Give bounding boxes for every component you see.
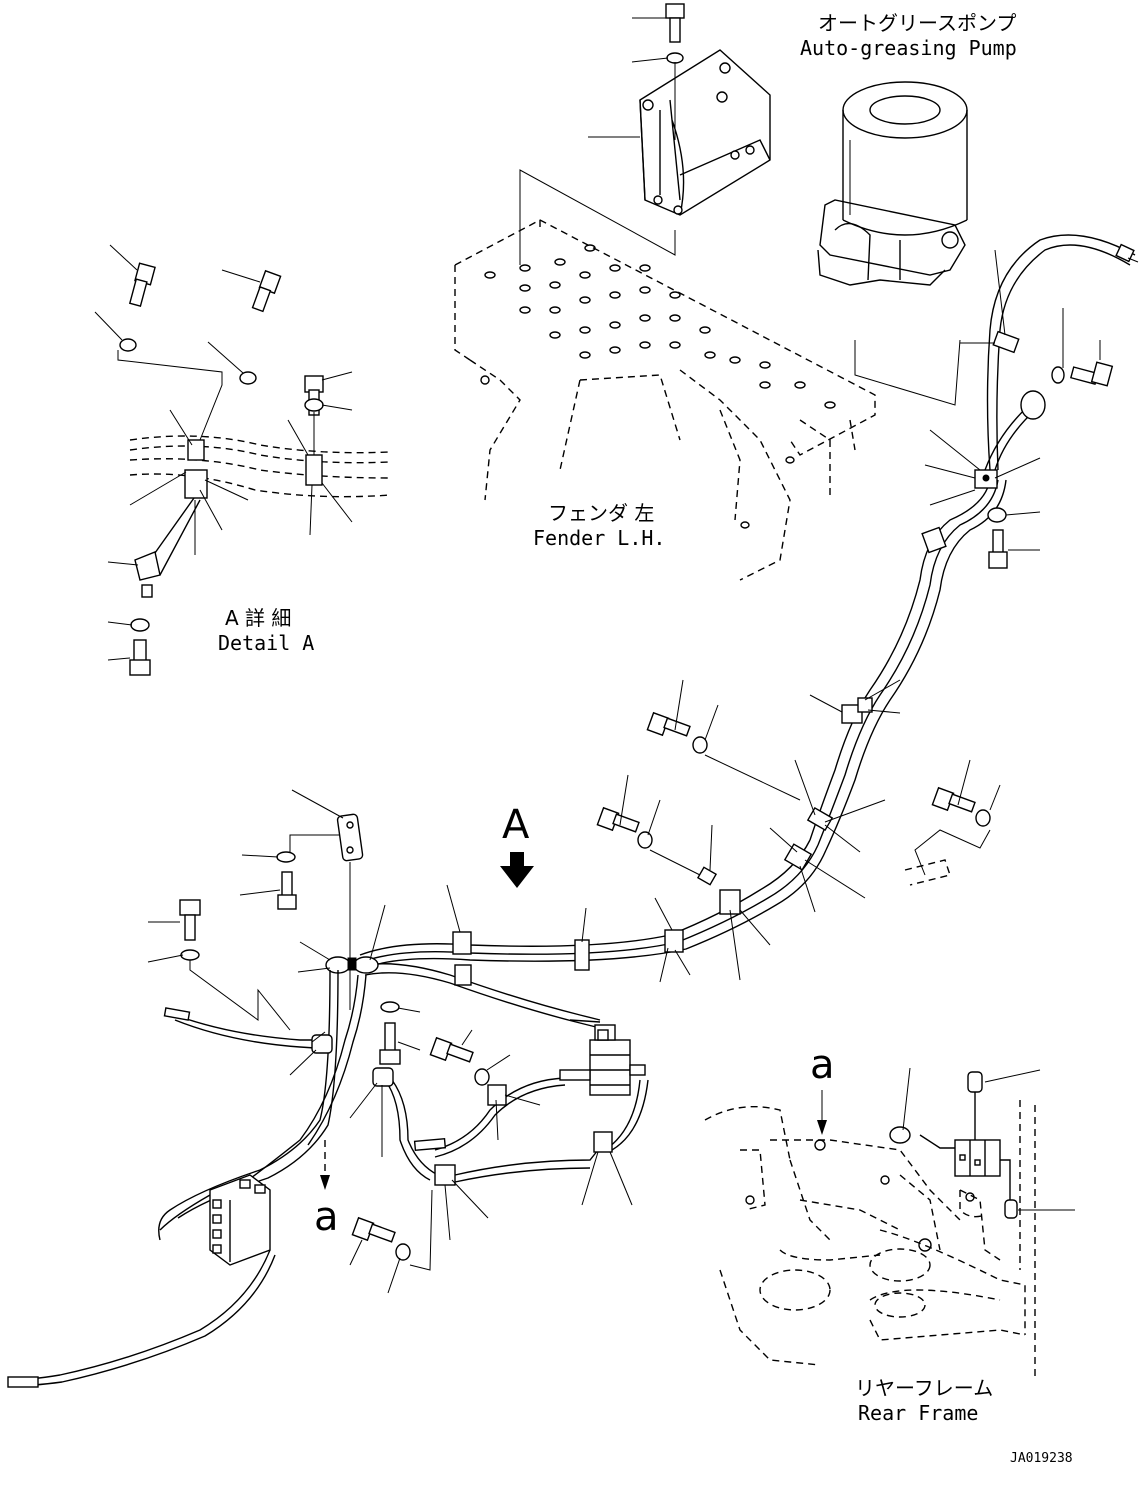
nut-icon bbox=[141, 584, 153, 598]
callout-leaders bbox=[94, 17, 1101, 1294]
divider-valve-center bbox=[559, 1024, 646, 1096]
fender-lh bbox=[454, 219, 876, 581]
bolt-icon bbox=[665, 3, 685, 43]
fender-label-en: Fender L.H. bbox=[533, 526, 665, 550]
bracket-plate bbox=[134, 551, 161, 581]
bolt-icon bbox=[351, 1216, 396, 1243]
bolt-icon bbox=[277, 871, 297, 910]
hose-clamp-double bbox=[325, 956, 379, 974]
leader-line bbox=[704, 754, 801, 801]
hose-clamp bbox=[921, 526, 947, 554]
pump-label-en: Auto-greasing Pump bbox=[800, 36, 1017, 60]
washer-icon bbox=[130, 618, 150, 632]
bolt-icon bbox=[596, 806, 640, 833]
divider-valve-left bbox=[209, 1174, 271, 1266]
bolt-icon bbox=[128, 262, 156, 307]
ref-arrow-right bbox=[817, 1090, 827, 1135]
washer-icon bbox=[180, 949, 200, 961]
detail-a bbox=[117, 262, 391, 676]
hose-clamp bbox=[841, 697, 873, 724]
leader-line bbox=[914, 829, 991, 876]
washer-icon bbox=[276, 851, 296, 863]
clip-icon bbox=[696, 866, 718, 886]
washer-icon bbox=[666, 52, 684, 64]
leader-line bbox=[409, 1189, 433, 1271]
leader-line bbox=[854, 339, 961, 406]
leader-line bbox=[519, 169, 676, 265]
hose-clamp bbox=[184, 469, 208, 499]
ref-a-right: a bbox=[810, 1042, 835, 1088]
washer-icon bbox=[395, 1243, 411, 1261]
rear-frame bbox=[704, 1100, 1036, 1380]
grease-hose-branch bbox=[9, 969, 649, 1387]
ref-a-left: a bbox=[314, 1194, 339, 1240]
detail-label-jp: A 詳 細 bbox=[225, 606, 291, 630]
rear-frame-label-jp: リヤーフレーム bbox=[855, 1376, 993, 1400]
hose-clamp bbox=[974, 469, 998, 489]
grease-fitting-icon bbox=[1000, 1159, 1018, 1219]
washer-icon bbox=[1051, 366, 1065, 384]
hose-clamp bbox=[305, 454, 323, 486]
washer-icon bbox=[975, 809, 991, 827]
fender-holes bbox=[484, 244, 836, 529]
leader-line bbox=[649, 849, 701, 876]
pump-bracket bbox=[639, 49, 771, 216]
bolt-icon bbox=[429, 1036, 474, 1063]
auto-greasing-pump bbox=[817, 81, 968, 286]
fender-label-jp: フェンダ 左 bbox=[548, 501, 654, 525]
hose-fitting-icon bbox=[1115, 243, 1139, 263]
view-arrow-icon bbox=[500, 852, 534, 888]
bolt-icon bbox=[1069, 361, 1114, 387]
detail-label-en: Detail A bbox=[218, 631, 314, 655]
washer-icon bbox=[692, 736, 708, 754]
washer-icon bbox=[380, 1001, 400, 1013]
hose-end-fitting bbox=[413, 1137, 447, 1152]
bracket-arm bbox=[149, 497, 201, 576]
view-arrow-label: A bbox=[502, 802, 530, 848]
rear-frame-label-en: Rear Frame bbox=[858, 1401, 978, 1425]
washer-icon bbox=[119, 338, 137, 352]
hose-clamp bbox=[311, 1034, 613, 1186]
bolt-icon bbox=[646, 711, 691, 737]
bolt-icon bbox=[251, 269, 282, 313]
divider-valve-rear bbox=[954, 1139, 1001, 1177]
washer-icon bbox=[239, 371, 257, 385]
grease-fitting-icon bbox=[919, 1071, 983, 1149]
leader-line bbox=[289, 834, 351, 1010]
ref-arrow-left bbox=[320, 1140, 330, 1190]
bolt-icon bbox=[129, 639, 151, 676]
grease-hose-main bbox=[359, 234, 1136, 1029]
grease-fitting-icon bbox=[889, 1126, 911, 1144]
washer-icon bbox=[637, 831, 653, 849]
bolt-icon bbox=[379, 1022, 401, 1065]
washer-icon bbox=[474, 1068, 490, 1086]
bracket-outline bbox=[904, 859, 951, 886]
drawing-code: JA019238 bbox=[1010, 1451, 1073, 1466]
hose-end-fitting bbox=[7, 1376, 39, 1388]
washer-icon bbox=[304, 398, 324, 412]
leader-line bbox=[117, 350, 223, 441]
bolt-icon bbox=[988, 529, 1008, 569]
bolt-icon bbox=[931, 786, 976, 813]
hose-end-fitting bbox=[569, 1019, 601, 1023]
connector-icon bbox=[992, 330, 1020, 354]
bracket-plate bbox=[336, 813, 364, 862]
pump-label-jp: オートグリースポンプ bbox=[818, 11, 1016, 35]
leader-line bbox=[189, 960, 291, 1031]
washer-icon bbox=[987, 507, 1007, 523]
bolt-icon bbox=[179, 899, 201, 941]
